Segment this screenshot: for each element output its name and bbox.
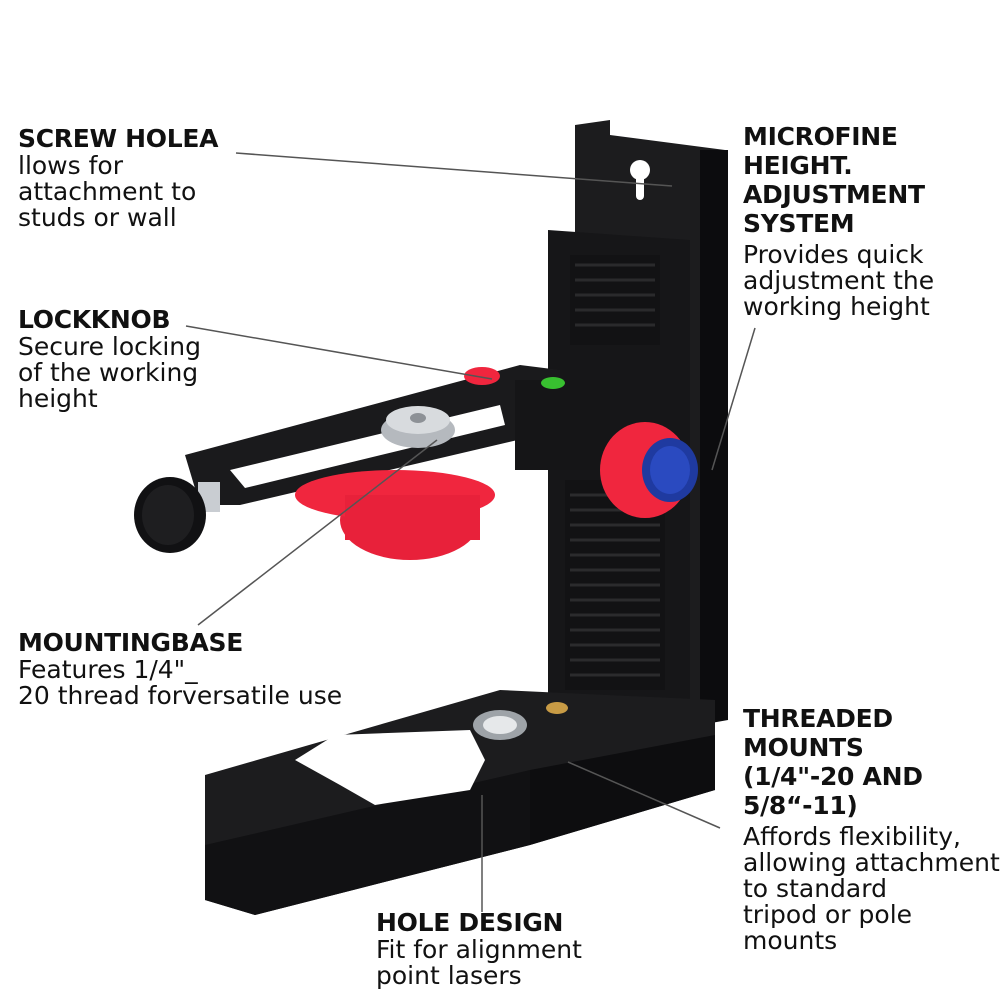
callout-title-line: MOUNTS (743, 733, 864, 762)
callout-line: point lasers (376, 961, 522, 990)
callout-title: SCREW HOLEA (18, 124, 219, 153)
upper-rib-panel (570, 255, 660, 345)
threaded-insert (473, 710, 527, 740)
callout-hole-design: HOLE DESIGN Fit for alignment point lase… (376, 908, 582, 989)
callout-line: to standard (743, 874, 887, 903)
callout-line: adjustment the (743, 266, 935, 295)
callout-description: llows for attachment to studs or wall (18, 153, 218, 231)
callout-line: Fit for alignment (376, 935, 582, 964)
callout-description: Provides quick adjustment the working he… (743, 242, 934, 320)
height-adjust-knob (600, 422, 698, 518)
callout-title: LOCKKNOB (18, 305, 171, 334)
callout-description: Secure locking of the working height (18, 334, 201, 412)
callout-line: tripod or pole (743, 900, 913, 929)
lower-rib-panel (565, 480, 665, 690)
callout-title-line: HEIGHT. (743, 151, 853, 180)
callout-lock-knob: LOCKKNOB Secure locking of the working h… (18, 305, 201, 412)
callout-line: mounts (743, 926, 838, 955)
vertical-plate (548, 120, 728, 725)
callout-title: HOLE DESIGN (376, 908, 564, 937)
mounting-arm (134, 365, 610, 560)
callout-line: of the working (18, 358, 199, 387)
red-turntable (295, 470, 495, 560)
callout-line: working height (743, 292, 930, 321)
callout-title: MOUNTINGBASE (18, 628, 244, 657)
callout-title-line: (1/4"-20 AND (743, 762, 923, 791)
callout-line: height (18, 384, 98, 413)
callout-line: studs or wall (18, 203, 177, 232)
base (205, 690, 715, 915)
callout-title-line: SYSTEM (743, 209, 855, 238)
bubble-level-icon (541, 377, 565, 389)
callout-title-line: 5/8“-11) (743, 791, 858, 820)
callout-title-line: MICROFINE (743, 122, 898, 151)
callout-title-line: THREADED (743, 704, 893, 733)
lock-knob (134, 477, 220, 553)
metal-screw (381, 406, 455, 448)
callout-microfine: MICROFINE HEIGHT. ADJUSTMENT SYSTEM Prov… (743, 122, 934, 320)
callout-threaded-mounts: THREADED MOUNTS (1/4"-20 AND 5/8“-11) Af… (743, 704, 1000, 954)
callout-title-line: ADJUSTMENT (743, 180, 925, 209)
callout-line: attachment to (18, 177, 197, 206)
callout-description: Affords flexibility, allowing attachment… (743, 824, 1000, 954)
callout-line: llows for (18, 151, 123, 180)
callout-line: Affords flexibility, (743, 822, 961, 851)
callout-line: Features 1/4"_ (18, 655, 198, 684)
leader-lines (185, 152, 756, 912)
callout-screw-hole: SCREW HOLEA llows for attachment to stud… (18, 124, 219, 231)
keyhole-icon (630, 160, 650, 200)
callout-mounting-base: MOUNTINGBASE Features 1/4"_ 20 thread fo… (18, 628, 342, 709)
callout-line: Provides quick (743, 240, 924, 269)
callout-line: Secure locking (18, 332, 202, 361)
callout-line: 20 thread forversatile use (18, 681, 343, 710)
callout-description: Fit for alignment point lasers (376, 937, 582, 989)
callout-description: Features 1/4"_ 20 thread forversatile us… (18, 657, 342, 709)
callout-line: allowing attachment (743, 848, 1000, 877)
